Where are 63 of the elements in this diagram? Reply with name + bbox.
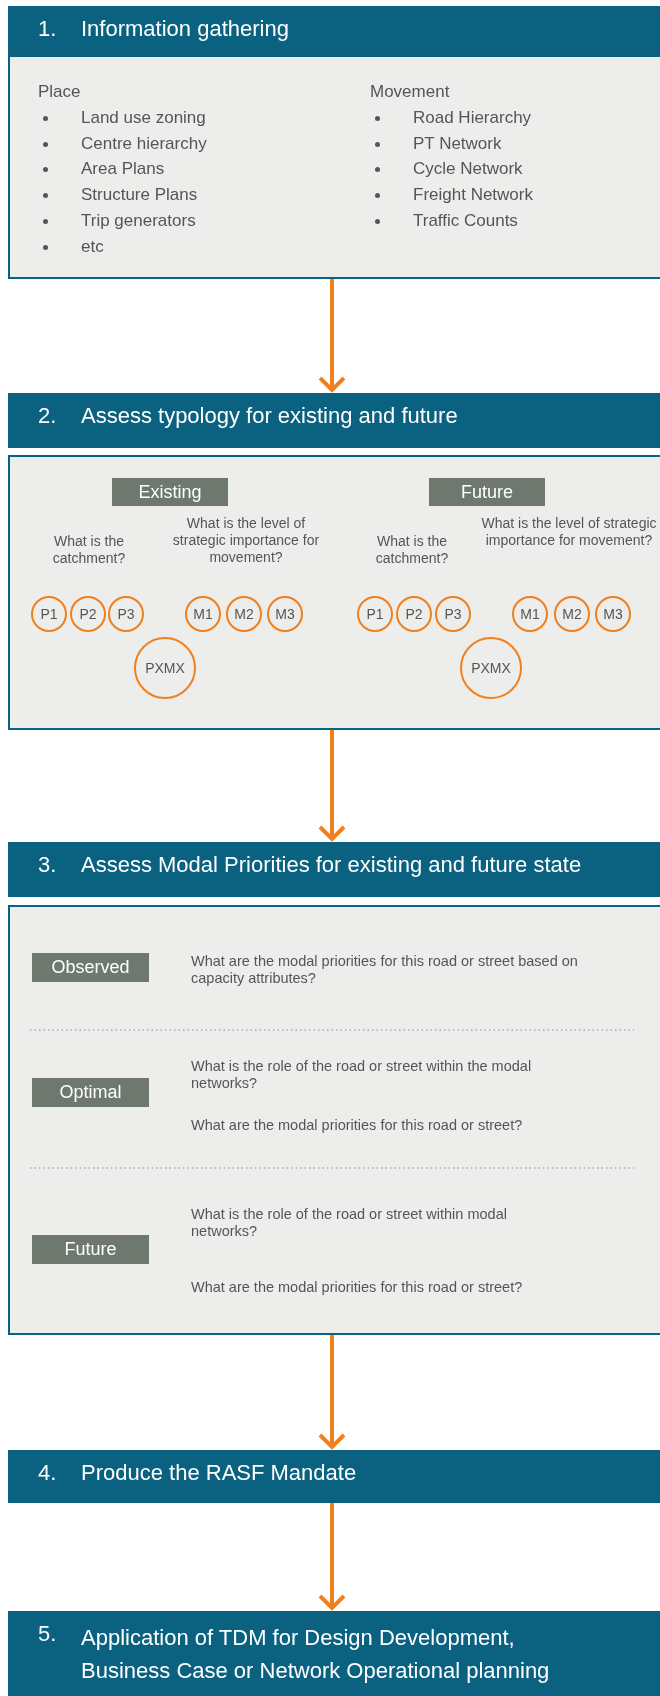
state-tag: Observed	[32, 953, 149, 982]
question-text: What is the level of strategic importance for movement?	[171, 515, 321, 566]
step-panel	[8, 455, 660, 730]
score-circle: P3	[108, 596, 144, 632]
step-header	[8, 6, 660, 56]
score-circle: P3	[435, 596, 471, 632]
question-text: What is the level of strategic importance for movement?	[480, 515, 658, 549]
list-item: Area Plans	[81, 159, 165, 180]
state-tag: Optimal	[32, 1078, 149, 1107]
state-tag: Future	[32, 1235, 149, 1264]
score-circle: P2	[70, 596, 106, 632]
list-item: Trip generators	[81, 211, 196, 232]
list-heading: Movement	[370, 82, 450, 103]
score-circle: P2	[396, 596, 432, 632]
question-text: What are the modal priorities for this road or street?	[191, 1279, 524, 1297]
flow-arrow	[318, 730, 346, 841]
step-number: 2.	[38, 403, 57, 430]
step-header	[8, 393, 660, 448]
list-item: Road Hierarchy	[413, 108, 532, 129]
question-text: What are the modal priorities for this road or street?	[191, 1117, 524, 1135]
score-circle: M3	[267, 596, 303, 632]
step-title: Produce the RASF Mandate	[81, 1460, 358, 1487]
step-header	[8, 1450, 660, 1503]
step-number: 4.	[38, 1460, 57, 1487]
score-circle: M1	[185, 596, 221, 632]
list-item: etc	[81, 237, 104, 258]
question-text: What is the role of the road or street within the modal networks?	[191, 1058, 533, 1093]
score-circle: PXMX	[134, 637, 196, 699]
flow-arrow	[318, 279, 346, 392]
list-item: Traffic Counts	[413, 211, 518, 232]
step-header	[8, 1611, 660, 1696]
list-item: PT Network	[413, 134, 502, 155]
step-number: 3.	[38, 852, 57, 879]
step-panel	[8, 55, 660, 279]
step-number: 5.	[38, 1621, 57, 1648]
step-panel	[8, 905, 660, 1335]
step-header	[8, 842, 660, 897]
list-item: Land use zoning	[81, 108, 206, 129]
score-circle: P1	[31, 596, 67, 632]
state-tag: Future	[429, 478, 545, 506]
step-title: Information gathering	[81, 16, 290, 43]
question-text: What is the catchment?	[374, 533, 450, 567]
state-tag: Existing	[112, 478, 228, 506]
list-item: Centre hierarchy	[81, 134, 207, 155]
question-text: What is the role of the road or street within modal networks?	[191, 1206, 508, 1241]
list-item: Cycle Network	[413, 159, 523, 180]
score-circle: M2	[226, 596, 262, 632]
question-text: What is the catchment?	[51, 533, 127, 567]
score-circle: M3	[595, 596, 631, 632]
question-text: What are the modal priorities for this road or street based on capacity attributes?	[191, 953, 579, 988]
step-title: Assess Modal Priorities for existing and future state	[81, 852, 583, 879]
score-circle: P1	[357, 596, 393, 632]
step-number: 1.	[38, 16, 57, 43]
score-circle: PXMX	[460, 637, 522, 699]
step-title: Application of TDM for Design Development, Business Case or Network Operational planning	[81, 1624, 551, 1685]
list-heading: Place	[38, 82, 81, 103]
flow-arrow	[318, 1335, 346, 1449]
list-item: Structure Plans	[81, 185, 198, 206]
step-title: Assess typology for existing and future	[81, 403, 459, 430]
list-item: Freight Network	[413, 185, 533, 206]
score-circle: M1	[512, 596, 548, 632]
flow-arrow	[318, 1503, 346, 1610]
score-circle: M2	[554, 596, 590, 632]
